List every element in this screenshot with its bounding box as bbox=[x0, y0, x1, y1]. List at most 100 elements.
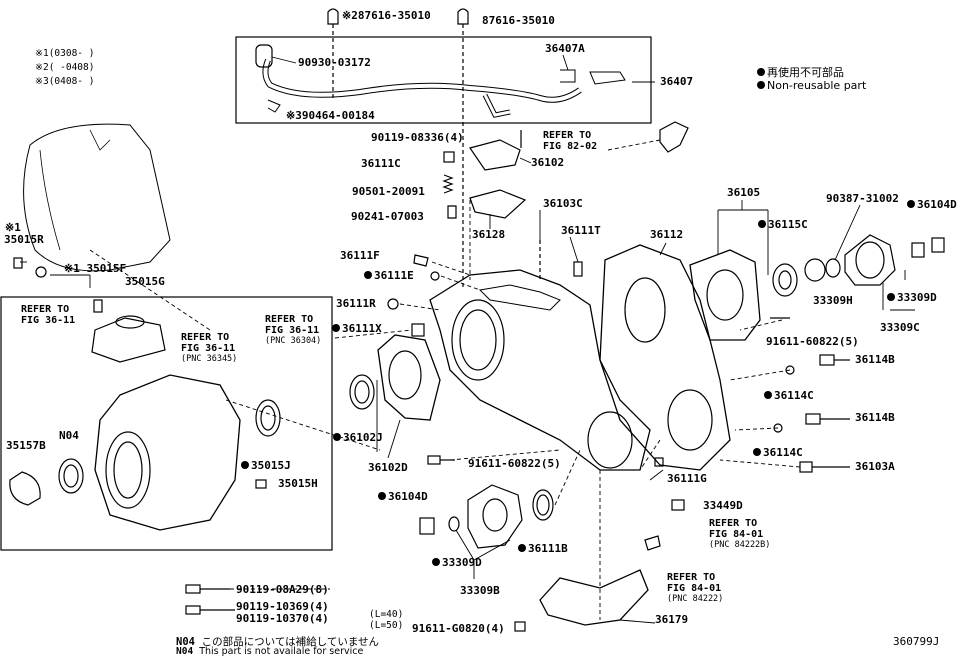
rear-case-cover bbox=[599, 244, 731, 471]
label-36111F: 36111F bbox=[340, 249, 380, 262]
spring bbox=[442, 174, 454, 194]
bolt-36114B-2 bbox=[805, 413, 821, 425]
label-91611a: 91611-60822(5) bbox=[766, 335, 859, 348]
bolt-91611b bbox=[427, 455, 441, 465]
label-90119a: 90119-08336(4) bbox=[371, 131, 464, 144]
label-36111C: 36111C bbox=[361, 157, 401, 170]
transfer-case-bracket bbox=[539, 569, 649, 626]
bullet-icon bbox=[757, 68, 765, 76]
label-90119b: 90119-08A29(8) bbox=[236, 583, 329, 596]
label-36112: 36112 bbox=[650, 228, 684, 241]
label-L40: (L=40) bbox=[369, 609, 404, 620]
dust-boot-35157B bbox=[9, 471, 41, 506]
retainer-assy bbox=[91, 317, 166, 363]
rear-extension bbox=[689, 249, 761, 341]
oil-seal-36115C bbox=[772, 263, 798, 297]
label-36115C: 36115C bbox=[758, 219, 808, 231]
label-36104D-bottom: 36104D bbox=[378, 491, 428, 503]
label-36104D-right: 36104D bbox=[907, 199, 957, 211]
seal-36111B bbox=[532, 489, 554, 521]
label-36111R: 36111R bbox=[336, 297, 376, 310]
label-87616b: 87616-35010 bbox=[482, 14, 555, 27]
plug-35015H bbox=[255, 479, 267, 489]
label-33309C: 33309C bbox=[880, 321, 920, 334]
label-90387: 90387-31002 bbox=[826, 192, 899, 205]
label-36105: 36105 bbox=[727, 186, 761, 199]
diagram-id: 360799J bbox=[893, 635, 940, 648]
label-33449D: 33449D bbox=[703, 499, 743, 512]
stud-36111G bbox=[654, 457, 664, 467]
label-36111B: 36111B bbox=[518, 543, 568, 555]
cover-gasket bbox=[469, 189, 527, 219]
plug-35015R bbox=[13, 257, 23, 269]
bolt-90119-10369 bbox=[185, 605, 201, 615]
plug-90241 bbox=[447, 205, 457, 219]
washer-33309D-b bbox=[448, 516, 460, 532]
label-90241: 90241-07003 bbox=[351, 210, 424, 223]
label-36114C-b: 36114C bbox=[753, 447, 803, 459]
snap-ring bbox=[804, 258, 826, 282]
label-36128: 36128 bbox=[472, 228, 506, 241]
label-36111X: 36111X bbox=[332, 323, 382, 335]
label-36102D: 36102D bbox=[368, 461, 408, 474]
label-36111G: 36111G bbox=[667, 472, 707, 485]
nut-36104D bbox=[931, 237, 945, 253]
front-flange bbox=[467, 484, 523, 549]
breather-plug bbox=[255, 44, 273, 68]
label-35015R-mark: ※1 bbox=[5, 221, 21, 234]
bracket-top-right bbox=[659, 121, 689, 153]
gasket-36114C bbox=[785, 365, 795, 375]
date-code-1: ※1(0308- ) bbox=[35, 48, 95, 59]
legend-en: Non-reusable part bbox=[757, 79, 866, 92]
case-bore bbox=[451, 299, 505, 381]
top-cover bbox=[469, 139, 521, 171]
label-33309D-bottom: 33309D bbox=[432, 557, 482, 569]
label-33309H: 33309H bbox=[813, 294, 853, 307]
seal-36102J bbox=[349, 374, 375, 410]
stud-36111T bbox=[573, 261, 583, 277]
flange-nut bbox=[911, 242, 925, 258]
date-code-3: ※3(0408- ) bbox=[35, 76, 95, 87]
nut-33309H bbox=[825, 258, 841, 278]
label-35015G: 35015G bbox=[125, 275, 165, 288]
label-36111T: 36111T bbox=[561, 224, 601, 237]
label-35015R: 35015R bbox=[4, 233, 44, 246]
label-36114B-b: 36114B bbox=[855, 411, 895, 424]
non-reusable-dot-icon bbox=[758, 220, 766, 228]
label-35015H: 35015H bbox=[278, 477, 318, 490]
non-reusable-dot-icon bbox=[764, 391, 772, 399]
label-36103C: 36103C bbox=[543, 197, 583, 210]
transfer-case-housing bbox=[429, 269, 651, 471]
hose-clip bbox=[327, 8, 339, 25]
label-33309B: 33309B bbox=[460, 584, 500, 597]
plug-36111E bbox=[430, 271, 440, 281]
transmission-outline bbox=[23, 123, 171, 272]
label-91611c: 91611-G0820(4) bbox=[412, 622, 505, 635]
label-91611b: 91611-60822(5) bbox=[468, 457, 561, 470]
note-n04-jp: N04 この部品については補給していません bbox=[176, 636, 380, 648]
note-n04-en: N04 This part is not availale for servic… bbox=[176, 646, 364, 657]
bolt-36103A bbox=[799, 461, 813, 473]
gasket-36111R bbox=[387, 298, 399, 310]
label-36114B-a: 36114B bbox=[855, 353, 895, 366]
non-reusable-dot-icon bbox=[332, 324, 340, 332]
legend-jp: 再使用不可部品 bbox=[757, 64, 844, 80]
bolt-90119-08A29 bbox=[185, 584, 201, 594]
non-reusable-dot-icon bbox=[907, 200, 915, 208]
label-36407: 36407 bbox=[660, 75, 694, 88]
non-reusable-dot-icon bbox=[333, 433, 341, 441]
label-36102: 36102 bbox=[531, 156, 565, 169]
bushing-N04 bbox=[58, 458, 84, 494]
bolt bbox=[93, 299, 103, 313]
label-35015F: ※1 35015F bbox=[64, 262, 127, 275]
label-90501: 90501-20091 bbox=[352, 185, 425, 198]
plug-36111C bbox=[443, 151, 455, 163]
front-adapter bbox=[377, 334, 441, 421]
label-90119d: 90119-10370(4) bbox=[236, 612, 329, 625]
label-87616a: ※287616-35010 bbox=[342, 9, 431, 22]
date-code-2: ※2( -0408) bbox=[35, 62, 95, 73]
